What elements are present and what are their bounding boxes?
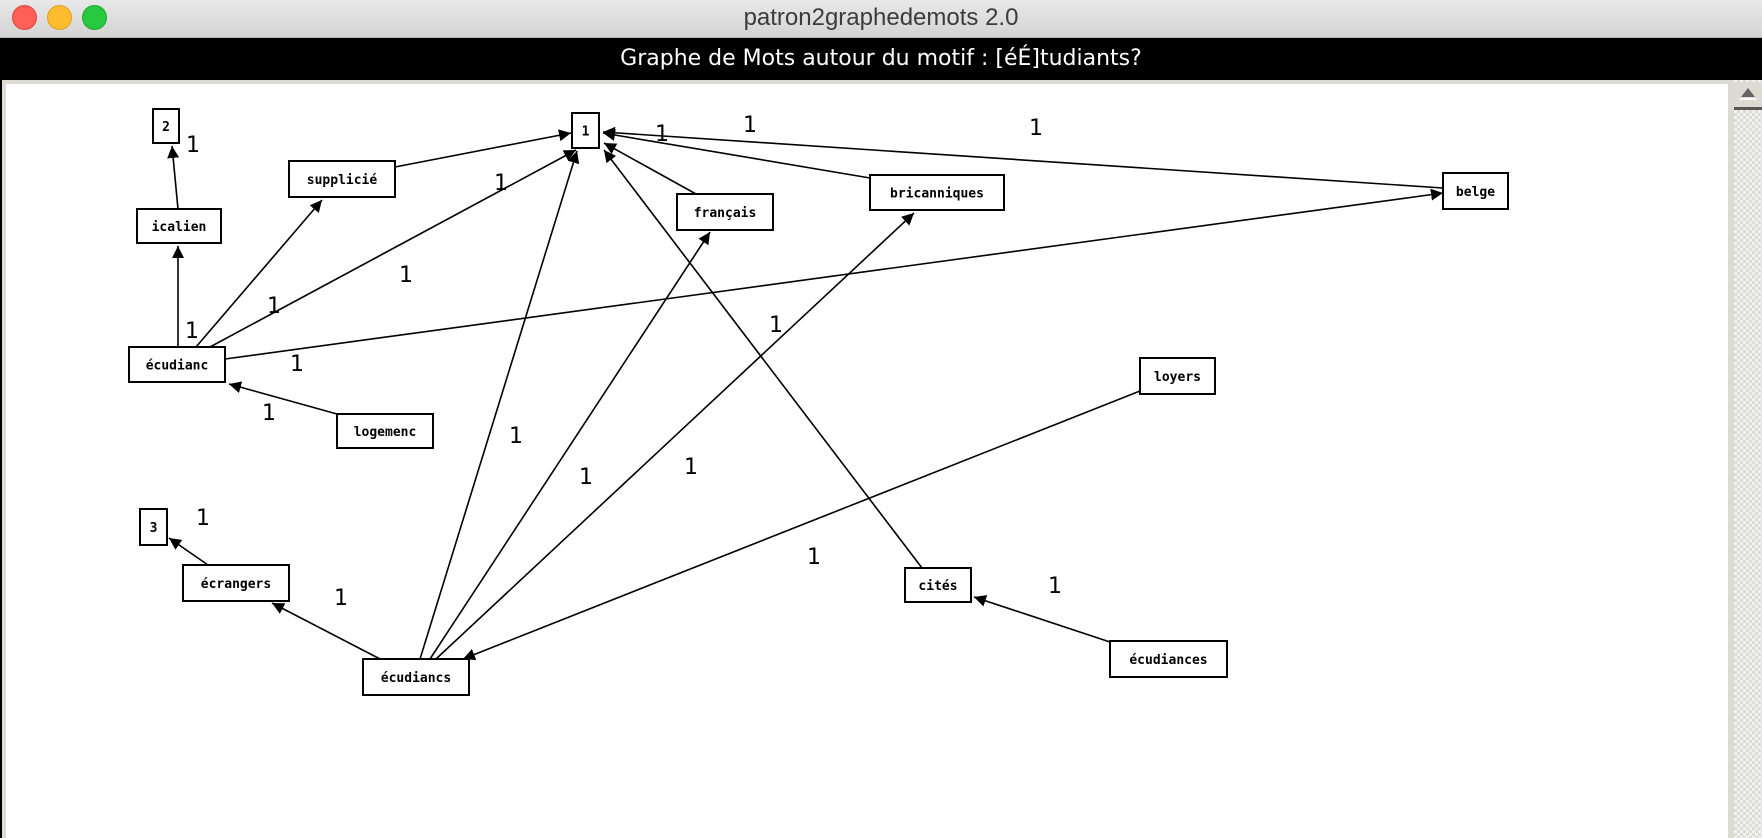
node-box[interactable] (869, 174, 1005, 211)
edge-weight-label: 1 (262, 401, 276, 426)
node-label: écudiancs (381, 671, 451, 686)
graph-node-etudiant[interactable]: écudianc (128, 346, 226, 383)
edge-italien-to-n2 (167, 145, 180, 210)
scroll-up-arrow-icon (1741, 88, 1755, 97)
edge-loyers-to-etudiants (462, 390, 1141, 661)
node-box[interactable] (182, 564, 290, 602)
node-box[interactable] (1442, 172, 1509, 210)
edge-weight-label: 1 (579, 465, 593, 490)
edge-weight-label: 1 (769, 313, 783, 338)
maximize-window-button[interactable] (82, 5, 107, 30)
node-box[interactable] (1139, 357, 1216, 395)
nodes-layer: 1 2 3 icalien supplicié français bricanniques b… (128, 108, 1509, 696)
edge-weight-label: 1 (196, 506, 210, 531)
graph-node-etrangers[interactable]: écrangers (182, 564, 290, 602)
graph-node-n1[interactable]: 1 (571, 112, 600, 149)
edge-weight-label: 1 (684, 455, 698, 480)
edge-weight-label: 1 (509, 424, 523, 449)
graph-node-etudiantes[interactable]: écudiances (1109, 640, 1228, 678)
edge-logement-to-etudiant (228, 381, 338, 415)
node-label: écudiances (1129, 653, 1207, 668)
edge-etudiant-to-supplicie (195, 199, 323, 348)
node-box[interactable] (136, 208, 222, 244)
node-label: supplicié (307, 173, 378, 188)
node-label: bricanniques (890, 187, 984, 202)
graph-node-italien[interactable]: icalien (136, 208, 222, 244)
node-label: loyers (1154, 370, 1201, 385)
close-window-button[interactable] (12, 5, 37, 30)
edge-weight-label: 1 (1029, 116, 1043, 141)
node-box[interactable] (904, 567, 972, 603)
edge-etudiants-to-etrangers (271, 602, 381, 660)
node-box[interactable] (128, 346, 226, 383)
node-label: écudianc (146, 359, 209, 374)
node-box[interactable] (362, 658, 470, 696)
edge-francais-to-n1 (603, 142, 697, 195)
graph-node-cites[interactable]: cités (904, 567, 972, 603)
node-box[interactable] (336, 413, 434, 449)
graph-node-n2[interactable]: 2 (152, 108, 180, 144)
edge-supplicie-to-n1 (394, 129, 572, 168)
vertical-scrollbar[interactable] (1728, 80, 1762, 838)
node-box[interactable] (676, 193, 774, 231)
graph-node-francais[interactable]: français (676, 193, 774, 231)
edge-weight-label: 1 (655, 122, 669, 147)
node-label: écrangers (201, 577, 271, 592)
edge-etrangers-to-n3 (168, 537, 209, 566)
edge-weight-label: 1 (743, 113, 757, 138)
edge-etudiant-to-belge (224, 188, 1444, 360)
edge-etudiants-to-britanniques (435, 212, 915, 660)
edge-weight-label: 1 (494, 171, 508, 196)
edge-weight-label: 1 (1048, 574, 1062, 599)
minimize-window-button[interactable] (47, 5, 72, 30)
edge-etudiants-to-francais (429, 231, 711, 660)
graph-header: Graphe de Mots autour du motif : [éÉ]tud… (0, 38, 1762, 80)
node-box[interactable] (152, 108, 180, 144)
node-box[interactable] (139, 508, 168, 546)
edge-weight-label: 1 (399, 263, 413, 288)
edge-etudiantes-to-cites (973, 595, 1111, 643)
node-box[interactable] (571, 112, 600, 149)
edge-belge-to-n1 (602, 126, 1444, 189)
node-box[interactable] (288, 160, 396, 198)
node-label: logemenc (354, 425, 417, 440)
edge-weight-label: 1 (334, 586, 348, 611)
graph-node-logement[interactable]: logemenc (336, 413, 434, 449)
node-label: 2 (162, 120, 170, 135)
edge-weight-label: 1 (807, 545, 821, 570)
graph-node-n3[interactable]: 3 (139, 508, 168, 546)
scroll-up-bar-icon (1740, 98, 1756, 100)
edge-etudiants-to-n1 (419, 150, 580, 660)
edge-britanniques-to-n1 (602, 129, 871, 179)
graph-node-etudiants[interactable]: écudiancs (362, 658, 470, 696)
node-label: 1 (582, 125, 590, 140)
edge-etudiant-to-n1 (209, 149, 577, 348)
graph-node-loyers[interactable]: loyers (1139, 357, 1216, 395)
node-label: 3 (150, 521, 158, 536)
node-box[interactable] (1109, 640, 1228, 678)
window-titlebar: patron2graphedemots 2.0 (0, 0, 1762, 38)
scroll-up-button[interactable] (1734, 82, 1762, 110)
edge-weight-label: 1 (186, 133, 200, 158)
node-label: français (694, 206, 757, 221)
edges-layer (167, 126, 1444, 661)
edge-cites-to-n1 (603, 149, 923, 569)
graph-node-belge[interactable]: belge (1442, 172, 1509, 210)
node-label: icalien (152, 220, 207, 235)
graph-node-britanniques[interactable]: bricanniques (869, 174, 1005, 211)
edge-weight-label: 1 (290, 352, 304, 377)
edge-weight-label: 1 (185, 319, 199, 344)
window-title: patron2graphedemots 2.0 (743, 4, 1019, 31)
graph-header-text: Graphe de Mots autour du motif : [éÉ]tud… (620, 46, 1142, 71)
graph-node-supplicie[interactable]: supplicié (288, 160, 396, 198)
node-label: cités (918, 579, 957, 594)
edge-weight-label: 1 (267, 294, 281, 319)
node-label: belge (1456, 185, 1495, 200)
